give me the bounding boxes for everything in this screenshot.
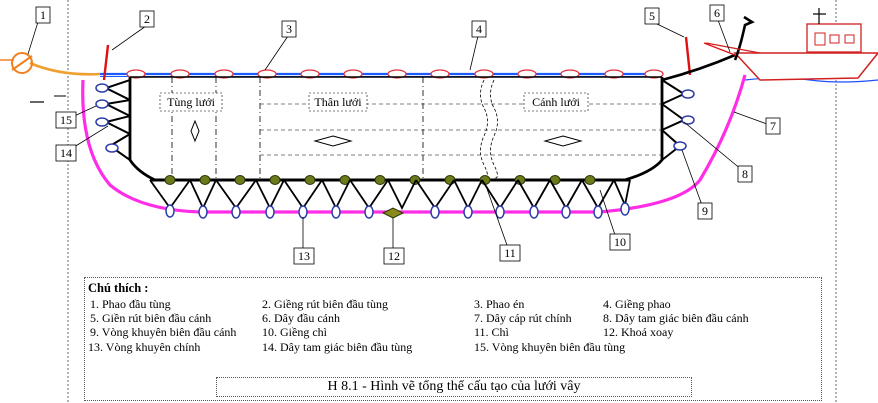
legend-item-13: 13. Vòng khuyên chính [88, 340, 201, 354]
legend-item-9: 9. Vòng khuyên biên đầu cánh [90, 325, 237, 339]
legend-item-12: 12. Khoá xoay [603, 325, 674, 339]
floats [126, 69, 664, 79]
callout-8: 8 [737, 165, 753, 183]
legend-title: Chú thích : [88, 281, 149, 295]
callout-1: 1 [35, 6, 51, 24]
callout-11: 11 [499, 244, 521, 262]
svg-text:3: 3 [286, 22, 292, 36]
legend-item-2: 2. Giềng rút biên đầu tùng [262, 297, 388, 311]
callout-3: 3 [281, 20, 297, 38]
svg-text:5: 5 [649, 9, 655, 23]
svg-text:7: 7 [770, 119, 776, 133]
callout-13: 13 [293, 247, 315, 265]
legend-item-10: 10. Giềng chì [262, 325, 327, 339]
swivel [381, 207, 405, 219]
svg-text:12: 12 [388, 249, 400, 263]
legend-item-5: 5. Giền rút biên đầu cánh [90, 311, 212, 325]
svg-text:13: 13 [298, 249, 310, 263]
callout-6: 6 [709, 4, 725, 22]
callouts: 1 2 3 4 5 6 7 8 9 10 11 12 13 14 15 [35, 4, 781, 265]
legend-item-3: 3. Phao én [474, 297, 525, 311]
svg-text:6: 6 [714, 6, 720, 20]
legend-item-6: 6. Dây đầu cánh [262, 311, 340, 325]
boat [705, 8, 878, 81]
callout-15: 15 [55, 111, 77, 129]
legend-item-15: 15. Vòng khuyên biên đầu tùng [474, 340, 626, 354]
svg-text:14: 14 [60, 146, 72, 160]
svg-text:11: 11 [504, 246, 516, 260]
legend-item-7: 7. Dây cáp rút chính [474, 311, 572, 325]
legend-item-4: 4. Giềng phao [603, 297, 671, 311]
svg-text:8: 8 [742, 167, 748, 181]
legend-item-8: 8. Dây tam giác biên đầu cánh [603, 311, 749, 325]
purse-rings [165, 202, 630, 219]
legend-item-1: 1. Phao đầu tùng [90, 297, 171, 311]
svg-text:15: 15 [60, 113, 72, 127]
callout-12: 12 [383, 247, 405, 265]
callout-9: 9 [697, 202, 713, 220]
figure-caption: H 8.1 - Hình vẽ tổng thể cấu tạo của lướ… [216, 377, 692, 397]
svg-text:1: 1 [40, 8, 46, 22]
legend-box [84, 277, 822, 401]
svg-text:4: 4 [476, 22, 482, 36]
svg-text:10: 10 [614, 235, 626, 249]
callout-14: 14 [55, 144, 77, 162]
label-canh-luoi: Cánh lưới [532, 95, 581, 109]
callout-4: 4 [471, 20, 487, 38]
svg-text:9: 9 [702, 204, 708, 218]
callout-2: 2 [139, 10, 155, 28]
label-than-luoi: Thân lưới [314, 95, 362, 109]
legend-item-11: 11. Chì [474, 325, 509, 339]
callout-10: 10 [609, 233, 631, 251]
legend-item-14: 14. Dây tam giác biên đầu tùng [262, 340, 413, 354]
callout-5: 5 [644, 7, 660, 25]
label-tung-luoi: Tùng lưới [167, 95, 216, 109]
svg-text:2: 2 [144, 12, 150, 26]
callout-7: 7 [765, 117, 781, 135]
